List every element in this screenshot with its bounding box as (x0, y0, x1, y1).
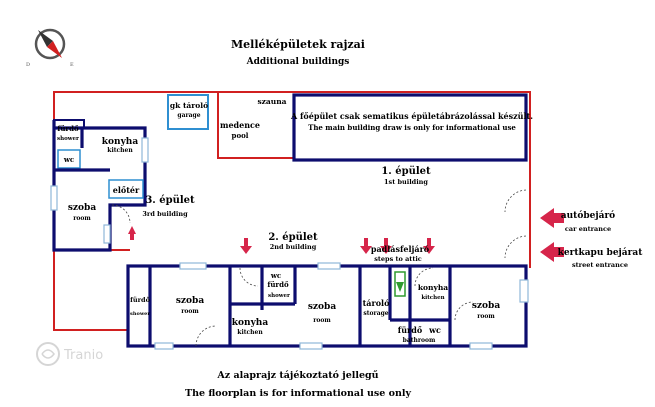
b3-wc: wc (63, 155, 74, 164)
car-entrance-hu: autóbejáró (561, 210, 615, 221)
pool-label-en: pool (232, 131, 249, 140)
b2-bath-left-en: shower (130, 311, 150, 317)
b2-kitchen2-en: kitchen (421, 295, 444, 301)
sauna-label: szauna (257, 97, 286, 106)
attic-stairs (394, 271, 406, 297)
b2-kitchen2-hu: konyha (418, 283, 448, 292)
entrance-arrows (128, 208, 564, 262)
b2-kitchen1-en: kitchen (237, 329, 263, 336)
b2-room3-en: room (477, 313, 495, 320)
watermark-text: Tranio (63, 348, 103, 363)
title-en: Additional buildings (246, 57, 350, 67)
site-boundary-left (53, 250, 128, 331)
b3-bath-en: shower (57, 136, 79, 142)
watermark: Tranio (36, 342, 103, 366)
b2-bath-hu: fürdő (267, 280, 289, 289)
b2-room2-hu: szoba (308, 302, 336, 312)
building1-label-en: 1st building (384, 178, 428, 186)
pool-outline (217, 92, 293, 159)
b3-kitchen-hu: konyha (102, 137, 139, 147)
site-boundary (53, 91, 531, 268)
b2-room1-hu: szoba (176, 296, 204, 306)
compass-label-e: E (70, 62, 74, 68)
car-entrance-en: car entrance (565, 225, 611, 233)
b2-bathroom-wc: wc (428, 325, 441, 335)
car-gate (504, 189, 527, 213)
building2-label-hu: 2. épület (268, 232, 318, 243)
note-top-hu: A főépület csak sematikus épületábrázolá… (290, 111, 533, 121)
b3-hall: előtér (113, 185, 140, 195)
building-3 (50, 119, 149, 252)
building2-label-en: 2nd building (270, 243, 317, 251)
garage-room (167, 94, 209, 130)
b2-kitchen1-hu: konyha (232, 318, 269, 328)
b3-kitchen-en: kitchen (107, 147, 133, 154)
street-gate (504, 235, 527, 259)
b3-room-en: room (73, 215, 91, 222)
b2-room1-en: room (181, 308, 199, 315)
note-bottom-hu: Az alaprajz tájékoztató jellegű (216, 370, 378, 381)
building1-label-hu: 1. épület (381, 166, 431, 177)
b2-storage-en: storage (363, 310, 388, 317)
compass-icon: D E (26, 28, 74, 68)
building3-label-hu: 3. épület (145, 195, 195, 206)
b2-storage-hu: tároló (363, 298, 390, 308)
compass-label-d: D (26, 62, 30, 68)
main-building-wall (292, 93, 528, 162)
stairs-hu: padlásfeljáró (371, 244, 430, 254)
b3-room-hu: szoba (68, 203, 96, 213)
street-entrance-en: street entrance (572, 261, 628, 269)
building3-label-en: 3rd building (142, 210, 188, 218)
b2-wc: wc (270, 271, 281, 280)
note-top-en: The main building draw is only for infor… (308, 123, 516, 132)
building-2 (126, 262, 529, 350)
title-hu: Melléképületek rajzai (231, 38, 365, 51)
b2-bath-left-hu: fürdő (130, 295, 150, 304)
pool-label-hu: medence (220, 120, 260, 130)
b2-bathroom-hu: fürdő (398, 325, 423, 335)
stairs-en: steps to attic (374, 255, 422, 263)
b2-bathroom-en: bathroom (403, 337, 436, 344)
garage-label-en: garage (177, 112, 200, 119)
note-bottom-en: The floorplan is for informational use o… (185, 388, 411, 399)
street-entrance-hu: kertkapu bejárat (558, 247, 644, 258)
b2-bath-en: shower (268, 293, 290, 299)
b3-bath-hu: fürdő (57, 124, 79, 133)
b2-room3-hu: szoba (472, 301, 500, 311)
b2-room2-en: room (313, 317, 331, 324)
garage-label-hu: gk tároló (170, 101, 208, 110)
